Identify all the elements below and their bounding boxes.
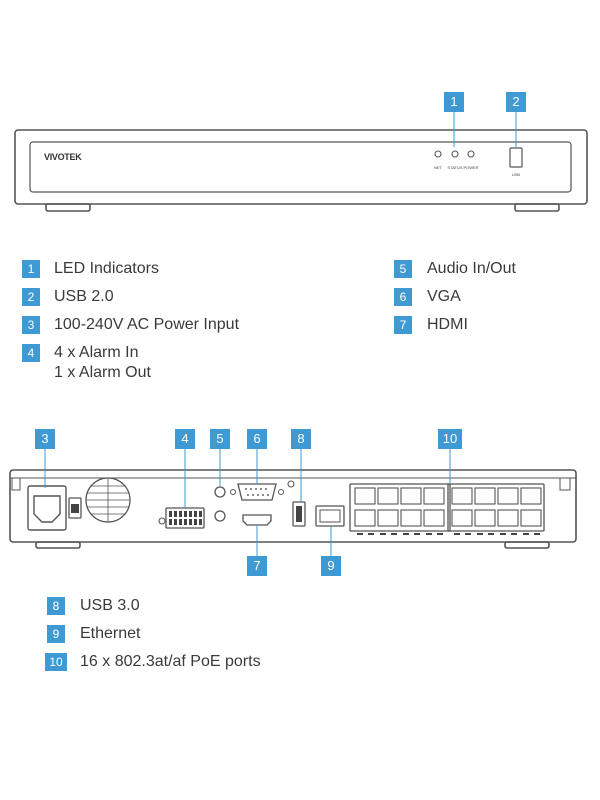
ground-screw-icon — [158, 517, 166, 525]
led-power-icon — [467, 150, 475, 158]
vga-screw-left-icon — [230, 489, 236, 495]
legend-badge-3: 3 — [22, 316, 40, 334]
legend-badge-7: 7 — [394, 316, 412, 334]
rear-bracket-right — [559, 477, 571, 491]
vga-screw-right-icon — [278, 489, 284, 495]
front-leader-lines — [453, 112, 517, 147]
callout-4: 4 — [175, 429, 195, 449]
legend-badge-4: 4 — [22, 344, 40, 362]
legend-text-4-line1: 4 x Alarm In — [54, 344, 139, 361]
front-panel — [14, 129, 588, 212]
callout-5: 5 — [210, 429, 230, 449]
legend-badge-9: 9 — [47, 625, 65, 643]
rear-chassis — [9, 469, 577, 543]
legend-text-4: 4 x Alarm In 1 x Alarm Out — [54, 343, 151, 383]
led-status-icon — [451, 150, 459, 158]
brand-logo: VIVOTEK — [44, 152, 82, 162]
legend-text-8: USB 3.0 — [80, 597, 140, 614]
rear-foot-right — [504, 541, 550, 549]
legend-badge-2: 2 — [22, 288, 40, 306]
callout-2: 2 — [506, 92, 526, 112]
callout-7: 7 — [247, 556, 267, 576]
callout-1: 1 — [444, 92, 464, 112]
front-foot-left — [45, 203, 91, 212]
rear-leader-lines — [44, 448, 451, 556]
hdmi-port-icon — [242, 514, 272, 526]
legend-badge-6: 6 — [394, 288, 412, 306]
callout-8: 8 — [291, 429, 311, 449]
poe-ports — [354, 487, 542, 527]
legend-badge-5: 5 — [394, 260, 412, 278]
poe-led-strip — [357, 533, 540, 535]
ethernet-port-inner — [319, 509, 341, 523]
legend-badge-8: 8 — [47, 597, 65, 615]
usb2-port-icon — [509, 147, 523, 168]
rear-bracket-left — [11, 477, 21, 491]
legend-text-3: 100-240V AC Power Input — [54, 316, 240, 333]
legend-text-4-line2: 1 x Alarm Out — [54, 364, 151, 381]
vga-pins — [245, 488, 269, 496]
usb3-port-tongue — [296, 506, 302, 522]
callout-3: 3 — [35, 429, 55, 449]
legend-badge-1: 1 — [22, 260, 40, 278]
callout-6: 6 — [247, 429, 267, 449]
legend-text-2: USB 2.0 — [54, 288, 114, 305]
vga-port-icon — [237, 483, 277, 501]
audio-in-jack-icon — [214, 486, 226, 498]
audio-out-jack-icon — [214, 510, 226, 522]
front-foot-right — [514, 203, 560, 212]
power-socket-icon — [27, 485, 67, 531]
legend-text-10: 16 x 802.3at/af PoE ports — [80, 653, 261, 670]
fan-grille — [86, 478, 130, 522]
power-switch-icon — [68, 497, 82, 519]
rear-foot-left — [35, 541, 81, 549]
legend-text-9: Ethernet — [80, 625, 141, 642]
poe-block-left-icon — [349, 483, 451, 532]
callout-9: 9 — [321, 556, 341, 576]
rear-panel — [9, 469, 577, 549]
legend-text-7: HDMI — [427, 316, 468, 333]
led-label-status: STATUS — [447, 165, 463, 170]
led-label-net: NET — [434, 165, 443, 170]
legend-text-5: Audio In/Out — [427, 260, 516, 277]
legend-text-1: LED Indicators — [54, 260, 159, 277]
usb3-port-icon — [292, 501, 306, 527]
usb-label: USB — [512, 172, 521, 177]
poe-block-right-icon — [447, 483, 545, 532]
usb3-screw-icon — [287, 480, 295, 488]
led-net-icon — [434, 150, 442, 158]
power-switch-rocker — [71, 504, 79, 513]
front-chassis — [14, 129, 588, 205]
alarm-terminal-pins — [169, 511, 202, 525]
front-bezel — [29, 141, 572, 193]
callout-10: 10 — [438, 429, 462, 449]
legend-text-6: VGA — [427, 288, 461, 305]
legend-badge-10: 10 — [45, 653, 67, 671]
ethernet-port-icon — [315, 505, 345, 527]
iec-inlet-icon — [33, 495, 61, 523]
led-label-power: POWER — [463, 165, 478, 170]
